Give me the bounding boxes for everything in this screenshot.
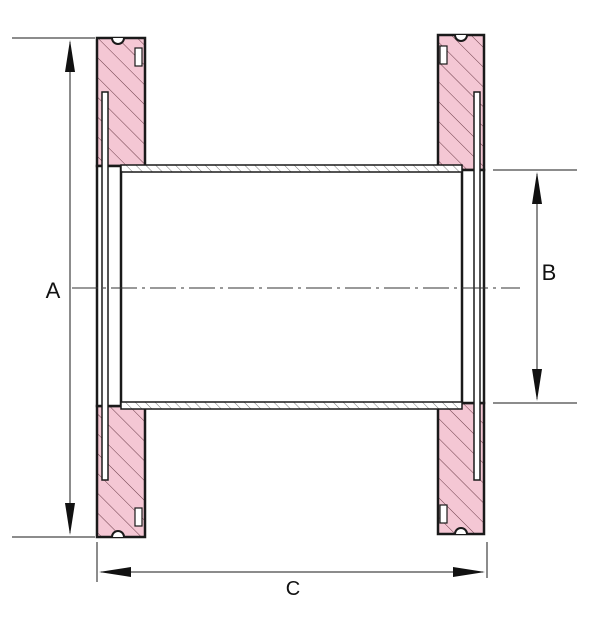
label-a-backdrop (40, 276, 66, 302)
left-flange-face (95, 164, 123, 408)
dimension-b-arrow-top (532, 172, 542, 204)
right-flange-top-slot (439, 45, 448, 65)
tube (120, 164, 463, 410)
label-b: B (542, 260, 557, 285)
dimension-b (493, 169, 577, 404)
right-flange-groove (473, 91, 481, 481)
dimension-c-arrow-left (99, 567, 131, 577)
label-c: C (286, 578, 300, 600)
tube-bottom-wall (120, 401, 463, 410)
right-flange-bottom-notch (454, 527, 468, 535)
left-flange (95, 36, 147, 539)
right-flange-bottom-slot (439, 504, 448, 524)
left-flange-top-notch (111, 37, 125, 45)
dimension-a (12, 37, 95, 538)
dimension-c (96, 542, 488, 582)
left-flange-bottom-notch (111, 530, 125, 538)
left-flange-groove (101, 91, 109, 481)
left-flange-top-slot (134, 47, 143, 67)
right-flange-top-notch (454, 34, 468, 42)
label-a: A (46, 278, 61, 303)
tube-top-wall (120, 164, 463, 173)
dimension-c-arrow-right (453, 567, 485, 577)
dimension-b-arrow-bottom (532, 369, 542, 401)
dimension-a-arrow-top (65, 40, 75, 72)
dimension-a-arrow-bottom (65, 503, 75, 535)
left-flange-bottom-slot (134, 507, 143, 527)
right-flange (436, 33, 486, 536)
